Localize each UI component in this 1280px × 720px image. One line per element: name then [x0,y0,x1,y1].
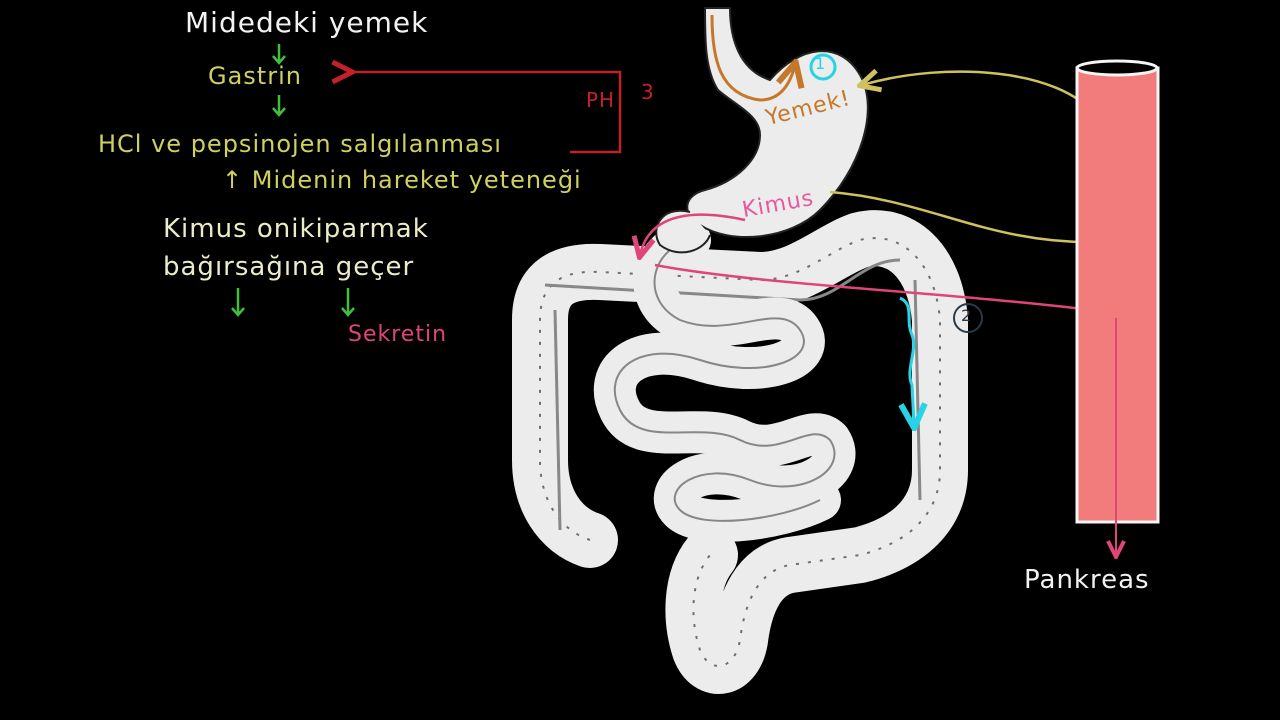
green-flow-arrows [231,44,355,317]
marker-1-circle [809,53,837,81]
secretin-label: Sekretin [348,322,448,347]
chyme-arrow [640,213,746,255]
secretin-to-pancreas-arrow [654,263,1108,312]
chyme-line-1: Kimus onikiparmak [163,214,429,244]
large-intestine [512,210,968,694]
food-path-arrow [710,14,795,102]
hcl-pepsinogen-label: HCl ve pepsinojen salgılanması [98,130,502,158]
marker-1: 1 [815,54,827,73]
marker-2-circle [953,303,983,333]
yellow-arrow-to-stomach [862,72,1096,116]
pancreas-label: Pankreas [1024,565,1150,595]
ph-label: PH [586,88,616,112]
pancreas-tube [1075,59,1160,555]
cyan-flow-arrow [900,296,914,425]
food-in-stomach-label: Midedeki yemek [185,6,429,39]
small-intestine [593,219,856,542]
ph-feedback-arrow [350,72,622,154]
ph-value: 3 [641,80,655,104]
marker-2: 2 [961,306,973,325]
gastrin-label: Gastrin [208,62,302,90]
stomach-motility-label: ↑ Midenin hareket yeteneği [222,166,582,194]
chyme-line-2: bağırsağına geçer [163,252,415,282]
stomach [655,7,869,254]
yellow-arrow-to-pancreas [829,190,1100,242]
